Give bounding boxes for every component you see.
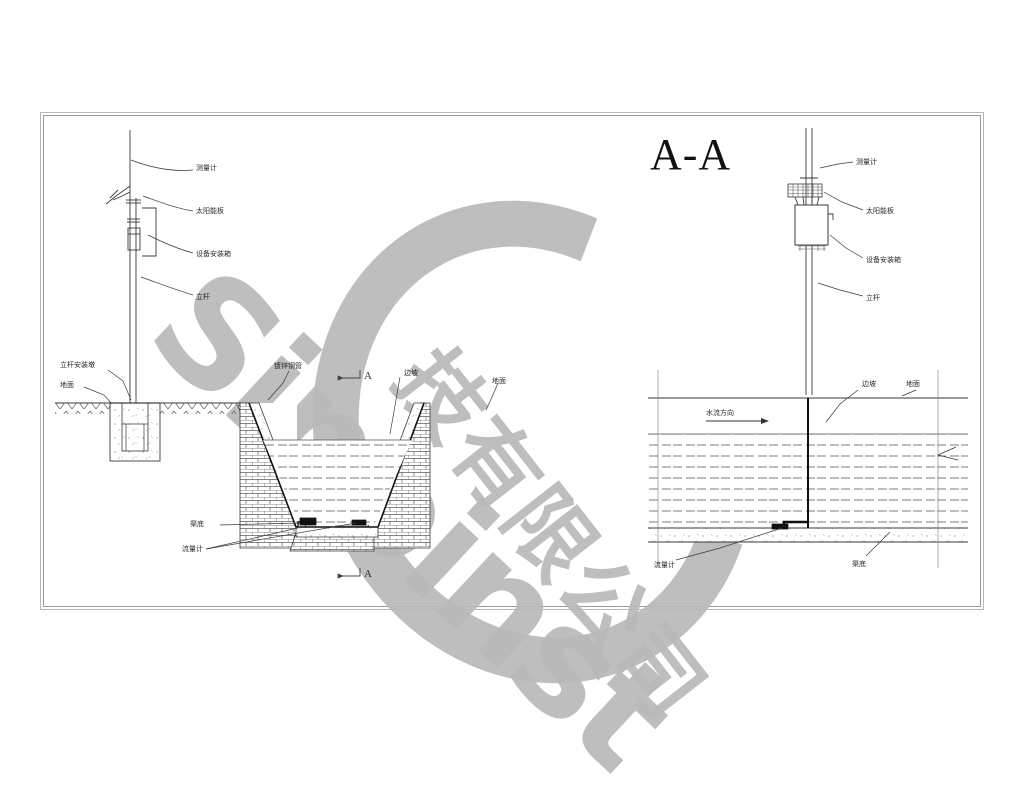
- cad-geometry: [55, 128, 968, 579]
- label-flowmeter-right: 流量计: [654, 561, 675, 569]
- label-channel-bottom-left: 渠底: [190, 520, 204, 528]
- label-equipment-box-right: 设备安装箱: [866, 256, 901, 264]
- label-solar-panel-right: 太阳能板: [866, 207, 894, 215]
- label-flowmeter-left: 流量计: [182, 545, 203, 553]
- label-gauge: 测量计: [196, 164, 217, 172]
- section-marker-top: A: [364, 370, 372, 382]
- label-ground-left: 地面: [60, 381, 74, 389]
- label-flow-direction: 水流方向: [706, 409, 734, 417]
- label-galvanized-pipe: 镀锌钢管: [274, 362, 302, 370]
- label-side-slope-right: 边坡: [862, 380, 876, 388]
- section-marker-bottom: A: [364, 568, 372, 580]
- label-pole-right: 立杆: [866, 294, 880, 302]
- label-ground-right: 地面: [906, 380, 920, 388]
- drawing-canvas: Sinoinst 技有限公司: [40, 112, 984, 800]
- drawing-frame-inner: [43, 115, 981, 607]
- label-pole-pier: 立杆安装墩: [60, 361, 95, 369]
- label-ground-mid: 地面: [492, 377, 506, 385]
- label-gauge-right: 测量计: [856, 158, 877, 166]
- label-solar-panel: 太阳能板: [196, 207, 224, 215]
- label-equipment-box: 设备安装箱: [196, 250, 231, 258]
- drawing-frame-outer: [40, 112, 984, 610]
- page-title: A-A: [650, 130, 732, 179]
- label-channel-bottom-right: 渠底: [852, 560, 866, 568]
- label-pole: 立杆: [196, 293, 210, 301]
- label-side-slope-mid: 边坡: [404, 369, 418, 377]
